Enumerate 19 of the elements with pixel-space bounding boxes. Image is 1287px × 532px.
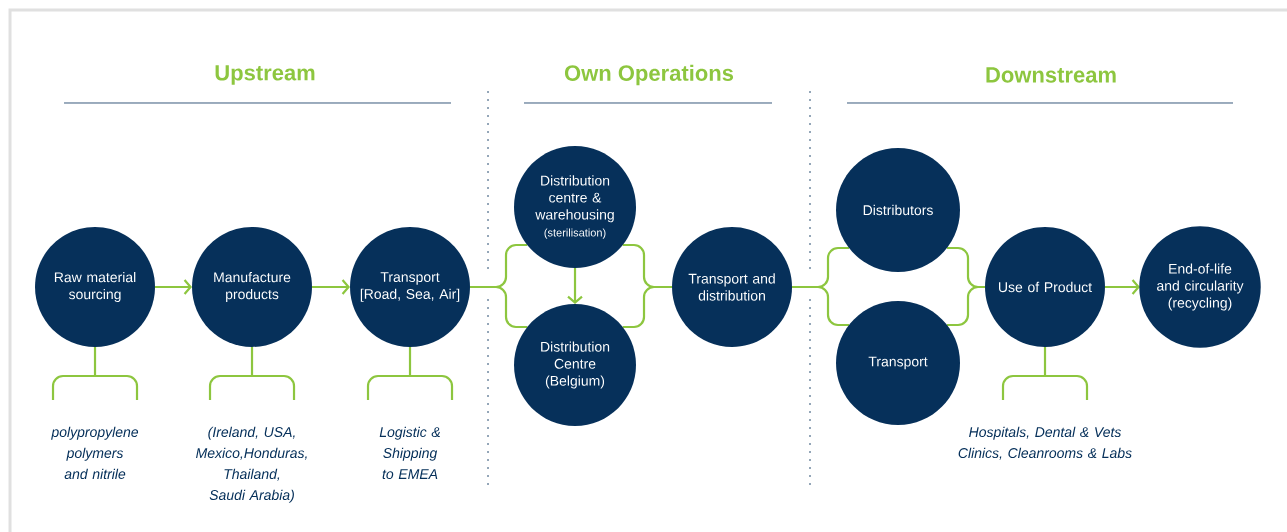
note-text: (Ireland, USA, Mexico,Honduras, Thailand, Saudi Arabia) [196, 426, 307, 503]
connector [1105, 279, 1140, 295]
section-heading: Upstream [215, 65, 315, 85]
note-text: Hospitals, Dental & Vets Clinics, Cleanrooms & Labs [958, 426, 1132, 460]
bracket [1001, 345, 1089, 402]
section-heading: Downstream [986, 67, 1116, 83]
bracket [208, 345, 296, 402]
bracket [51, 345, 139, 402]
bracket [366, 345, 454, 402]
connector [470, 285, 528, 329]
note-text: Logistic & Shipping to EMEA [379, 426, 440, 480]
section-heading: Own Operations [564, 64, 734, 86]
connector [947, 285, 985, 327]
connector [792, 285, 849, 327]
connector [312, 279, 350, 295]
connector [567, 268, 583, 304]
note-text: polypropylene polymers and nitrile [51, 426, 139, 480]
connector [622, 285, 672, 329]
connector [155, 279, 192, 295]
